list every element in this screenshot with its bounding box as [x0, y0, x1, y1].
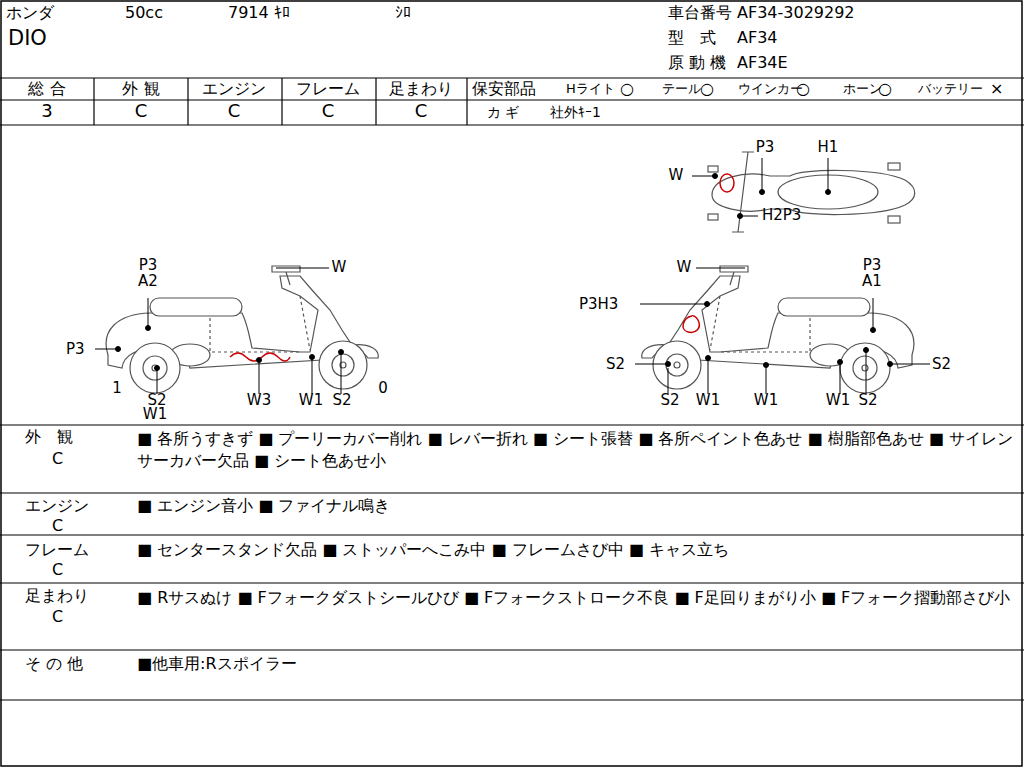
field-label: 型 式	[668, 29, 716, 47]
section-notes: ■ エンジン音小 ■ ファイナル鳴き	[137, 497, 391, 515]
section-heading: 足まわり	[25, 587, 89, 605]
callout-code: H1	[818, 139, 839, 156]
check-mark: ×	[990, 80, 1003, 98]
callout-code: W	[332, 259, 347, 276]
section-heading: フレーム	[25, 541, 89, 559]
callout-code: S2	[932, 356, 951, 373]
section-grade: C	[52, 608, 63, 626]
section-notes: ■ 各所うすきず ■ プーリーカバー削れ ■ レバー折れ ■ シート張替 ■ 各…	[137, 428, 1017, 472]
model-name: DIO	[8, 26, 47, 50]
section-notes: ■ センタースタンド欠品 ■ ストッパーへこみ中 ■ フレームさび中 ■ キャス…	[137, 541, 729, 559]
section-heading: エンジン	[25, 497, 89, 515]
callout-code: P3H3	[579, 296, 618, 313]
check-mark: ○	[620, 80, 634, 98]
callout-code: W1	[754, 392, 778, 409]
mileage: 7914 ｷﾛ	[228, 4, 290, 22]
part-name: バッテリー	[918, 82, 983, 97]
key-note: 社外ｷｰ1	[550, 104, 601, 120]
callout-code: W1	[299, 392, 323, 409]
callout-code: H2P3	[762, 207, 801, 224]
callout-code: P3	[756, 139, 775, 156]
model-code: AF34	[737, 29, 778, 47]
color: ｼﾛ	[395, 4, 411, 22]
section-grade: C	[52, 517, 63, 535]
check-mark: ○	[796, 80, 810, 98]
grade-heading: 総 合	[28, 80, 65, 98]
displacement: 50cc	[125, 4, 163, 22]
part-name: ウインカー	[738, 82, 803, 97]
part-name: テール	[662, 82, 701, 97]
grade-heading: エンジン	[202, 80, 266, 98]
grade-value: C	[135, 101, 148, 122]
callout-code: S2	[332, 392, 351, 409]
callout-code: W	[669, 167, 684, 184]
callout-code: 1	[112, 380, 122, 397]
callout-code: S2	[858, 392, 877, 409]
check-mark: ○	[700, 80, 714, 98]
grade-heading: 足まわり	[389, 80, 453, 98]
grade-value: C	[228, 101, 241, 122]
section-heading: そ の 他	[25, 655, 83, 673]
maker: ホンダ	[6, 4, 54, 22]
section-heading: 外 観	[25, 428, 73, 446]
section-grade: C	[52, 561, 63, 579]
grade-value: C	[415, 101, 428, 122]
callout-code: 0	[378, 380, 388, 397]
callout-code: W1	[696, 392, 720, 409]
grade-heading: フレーム	[296, 80, 360, 98]
part-name: Hライト	[566, 82, 615, 97]
callout-code: W1	[143, 406, 167, 423]
field-label: カ ギ	[487, 104, 519, 120]
callout-code: A2	[138, 273, 158, 290]
callout-code: S2	[606, 356, 625, 373]
frame-number: AF34-3029292	[737, 4, 855, 22]
callout-code: W	[677, 259, 692, 276]
section-grade: C	[52, 450, 63, 468]
callout-code: W3	[247, 392, 271, 409]
grade-value: 3	[41, 101, 52, 122]
callout-code: W1	[826, 392, 850, 409]
check-mark: ○	[878, 80, 892, 98]
section-notes: ■他車用:Rスポイラー	[137, 655, 297, 673]
engine-code: AF34E	[737, 54, 788, 72]
callout-code: A1	[862, 273, 882, 290]
callout-code: P3	[66, 341, 85, 358]
section-notes: ■ Rサスぬけ ■ Fフォークダストシールひび ■ Fフォークストローク不良 ■…	[137, 587, 1017, 609]
grade-heading: 外 観	[122, 80, 159, 98]
callout-code: P3	[139, 257, 158, 274]
part-name: ホーン	[843, 82, 882, 97]
grade-value: C	[322, 101, 335, 122]
field-label: 保安部品	[472, 80, 536, 98]
field-label: 原 動 機	[668, 54, 726, 72]
callout-code: P3	[863, 257, 882, 274]
callout-code: S2	[660, 392, 679, 409]
field-label: 車台番号	[668, 4, 732, 22]
